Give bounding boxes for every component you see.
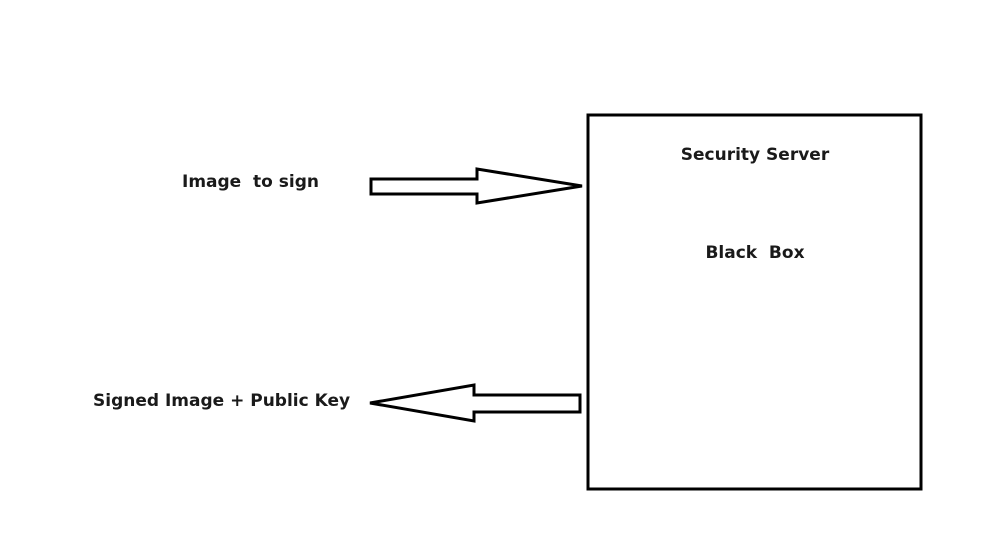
server-subtitle: Black Box	[705, 243, 805, 263]
input-arrow	[369, 167, 583, 205]
server-title: Security Server	[680, 145, 830, 165]
input-label: Image to sign	[182, 172, 319, 192]
output-label: Signed Image + Public Key	[93, 391, 351, 411]
output-arrow	[369, 383, 582, 423]
security-server-box	[586, 113, 923, 491]
